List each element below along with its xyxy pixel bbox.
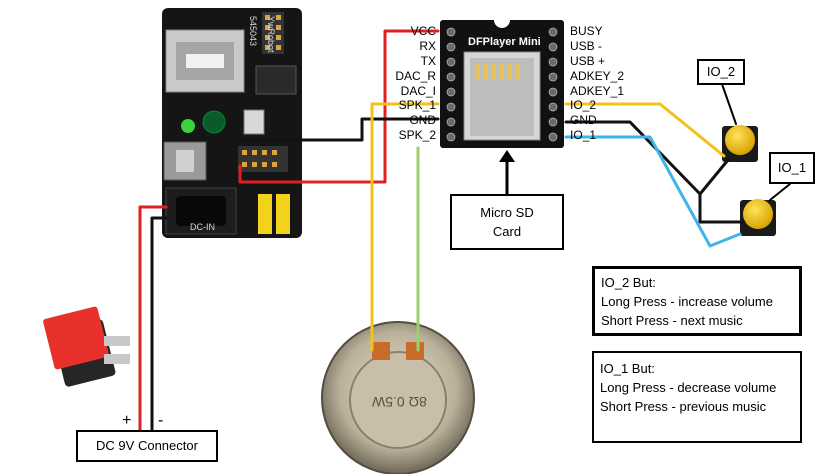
dfplayer-module bbox=[440, 20, 564, 148]
io2-info-box: IO_2 But: Long Press - increase volume S… bbox=[592, 266, 802, 336]
info-title: IO_2 But: bbox=[601, 275, 656, 290]
pin-label-right: IO_1 bbox=[570, 128, 597, 142]
capacitor bbox=[202, 110, 226, 134]
dfplayer-title: DFPlayer Mini bbox=[468, 36, 541, 48]
minus-label: - bbox=[158, 412, 164, 429]
pin-label-left: SPK_1 bbox=[398, 98, 436, 112]
io1-info-box: IO_1 But: Long Press - decrease volume S… bbox=[592, 351, 802, 443]
info-title: IO_1 But: bbox=[600, 361, 655, 376]
io1-leader bbox=[769, 183, 791, 201]
pin-label-left: SPK_2 bbox=[398, 128, 436, 142]
io2-callout: IO_2 bbox=[697, 59, 745, 85]
board-brand: YwRobot bbox=[266, 16, 276, 53]
pin-label-left: TX bbox=[420, 54, 436, 68]
info-line: Short Press - previous music bbox=[600, 399, 767, 414]
board-model: 545043 bbox=[248, 16, 258, 47]
sd-card-label-line: Card bbox=[492, 224, 522, 239]
jumper bbox=[258, 194, 272, 234]
wires bbox=[138, 29, 791, 432]
jumper bbox=[276, 194, 290, 234]
wire-vcc bbox=[238, 29, 440, 184]
pin-label-left: RX bbox=[419, 39, 436, 53]
push-button-io2 bbox=[722, 125, 758, 162]
pin-label-right: USB - bbox=[570, 39, 603, 53]
sd-card-label-line: Micro SD bbox=[480, 205, 534, 220]
pin-label-left: DAC_I bbox=[400, 84, 436, 98]
pin-label-right: ADKEY_1 bbox=[570, 84, 625, 98]
power-led bbox=[181, 119, 195, 133]
wire-io2 bbox=[564, 102, 726, 158]
wire-io1 bbox=[564, 135, 742, 248]
info-line: Long Press - increase volume bbox=[601, 294, 773, 309]
plus-label: + bbox=[122, 412, 132, 429]
wire-dc-minus bbox=[150, 216, 168, 432]
pin-label-left: GND bbox=[409, 113, 436, 127]
speaker-marking: 8Ω 0.5W bbox=[372, 394, 427, 410]
wire-gnd-board bbox=[238, 117, 440, 142]
pin-label-right: ADKEY_2 bbox=[570, 69, 625, 83]
pin-label-right: IO_2 bbox=[570, 98, 597, 112]
pin-label-right: USB + bbox=[570, 54, 606, 68]
pin-label-right: BUSY bbox=[570, 24, 603, 38]
wire-spk1 bbox=[370, 102, 440, 352]
push-button-io1 bbox=[740, 199, 776, 236]
rocker-switch bbox=[43, 306, 130, 387]
speaker bbox=[321, 321, 475, 474]
pin-label-left: DAC_R bbox=[395, 69, 436, 83]
io1-callout: IO_1 bbox=[769, 152, 815, 184]
pin-label-right: GND bbox=[570, 113, 597, 127]
power-supply-board bbox=[162, 8, 302, 238]
dc-connector-label-box: DC 9V Connector bbox=[76, 430, 218, 462]
io2-leader bbox=[721, 83, 737, 125]
wire-dc-plus bbox=[138, 205, 168, 432]
info-line: Long Press - decrease volume bbox=[600, 380, 777, 395]
pin-label-left: VCC bbox=[410, 24, 436, 38]
sd-card-label-box: Micro SD Card bbox=[450, 194, 564, 250]
board-dc-marking: DC-IN bbox=[190, 222, 215, 232]
info-line: Short Press - next music bbox=[601, 313, 743, 328]
